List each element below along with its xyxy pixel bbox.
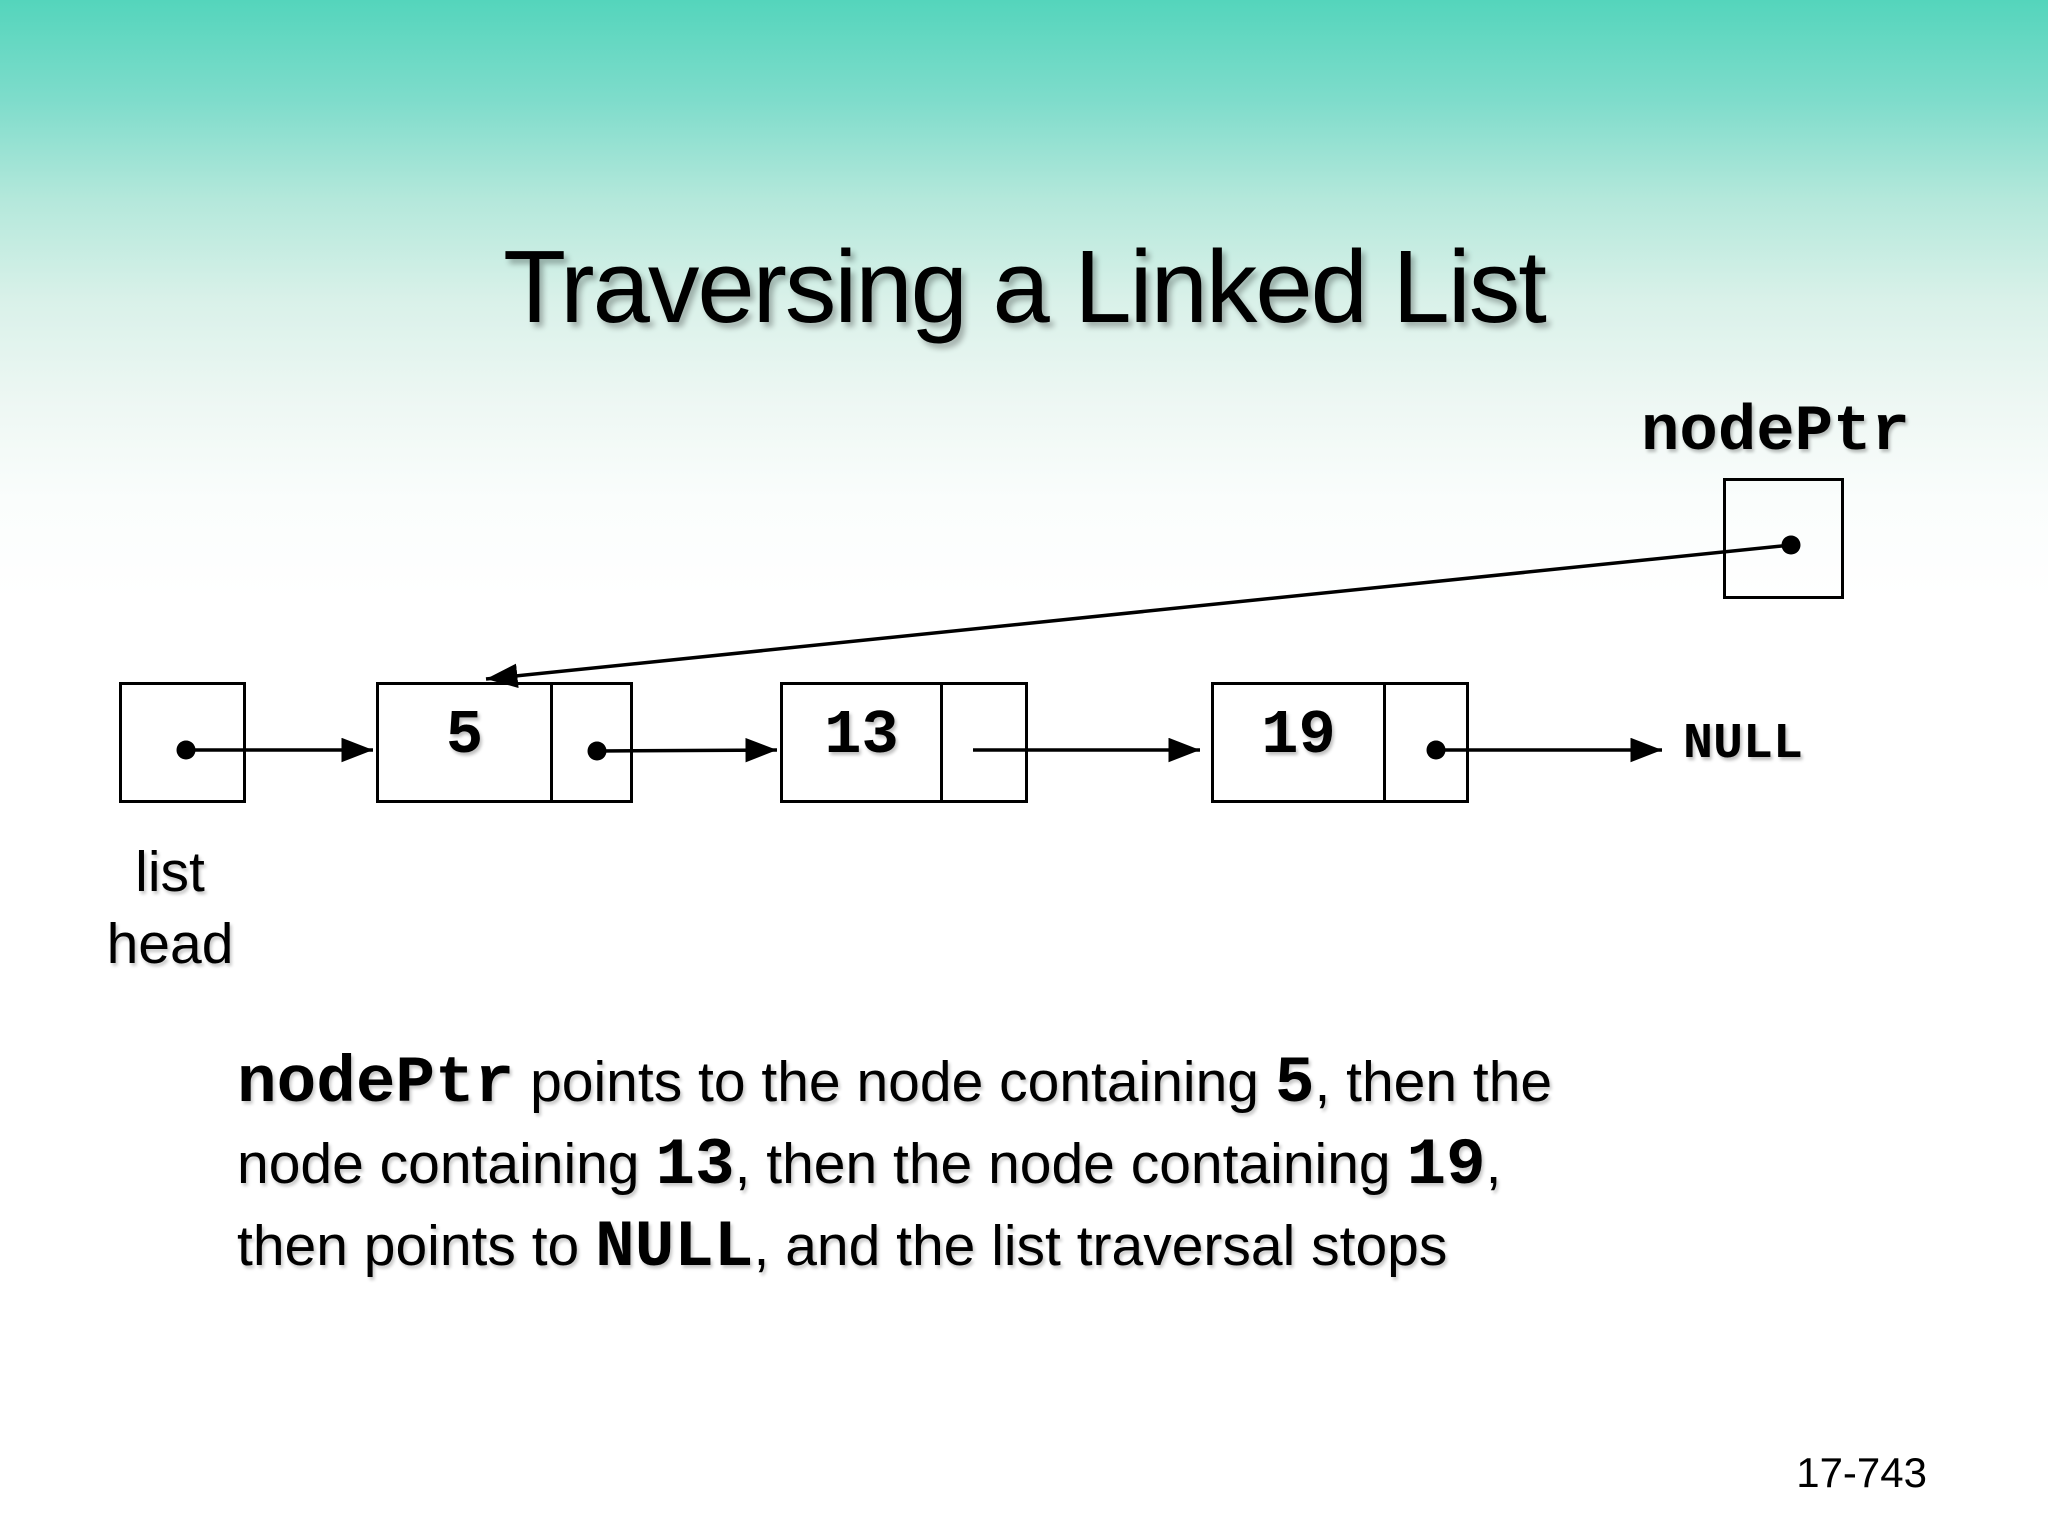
code-token-19: 19 <box>1406 1128 1486 1203</box>
list-head-label-line1: list <box>135 840 205 904</box>
node-2-pointer-cell <box>940 685 1025 800</box>
body-text-line3: then points to NULL, and the list traver… <box>237 1206 1837 1288</box>
slide-title: Traversing a Linked List <box>503 229 1547 344</box>
body-text-line1: nodePtr points to the node containing 5,… <box>237 1042 1837 1124</box>
node-box-1: 5 <box>376 682 633 803</box>
body-text-line2: node containing 13, then the node contai… <box>237 1124 1837 1206</box>
body-text-segment: , <box>1485 1132 1502 1196</box>
list-head-label-line2: head <box>106 912 234 976</box>
body-text-segment: then points to <box>237 1214 596 1278</box>
arrow-nodeptr-to-node1 <box>485 543 1792 688</box>
body-text-segment: , and the list traversal stops <box>753 1214 1448 1278</box>
body-text-segment: node containing <box>237 1132 656 1196</box>
code-token-nodeptr: nodePtr <box>237 1046 515 1121</box>
node-1-pointer-cell <box>550 685 630 800</box>
node-2-value: 13 <box>824 700 899 771</box>
code-token-5: 5 <box>1274 1046 1315 1121</box>
node-3-value: 19 <box>1261 700 1336 771</box>
node-1-value: 5 <box>445 700 484 771</box>
node-box-2: 13 <box>780 682 1028 803</box>
body-text-segment: , then the <box>1314 1050 1553 1114</box>
node-box-3: 19 <box>1211 682 1469 803</box>
code-token-13: 13 <box>655 1128 735 1203</box>
node-3-pointer-cell <box>1383 685 1466 800</box>
body-text-segment: , then the node containing <box>734 1132 1407 1196</box>
nodeptr-box <box>1723 478 1844 599</box>
body-text-segment: points to the node containing <box>514 1050 1275 1114</box>
null-label: NULL <box>1683 716 1804 773</box>
body-text: nodePtr points to the node containing 5,… <box>237 1042 1837 1288</box>
slide-number: 17-743 <box>1796 1449 1927 1496</box>
list-head-label: list head <box>60 836 280 980</box>
list-head-box <box>119 682 246 803</box>
code-token-null: NULL <box>595 1210 754 1285</box>
nodeptr-label: nodePtr <box>1641 397 1910 469</box>
